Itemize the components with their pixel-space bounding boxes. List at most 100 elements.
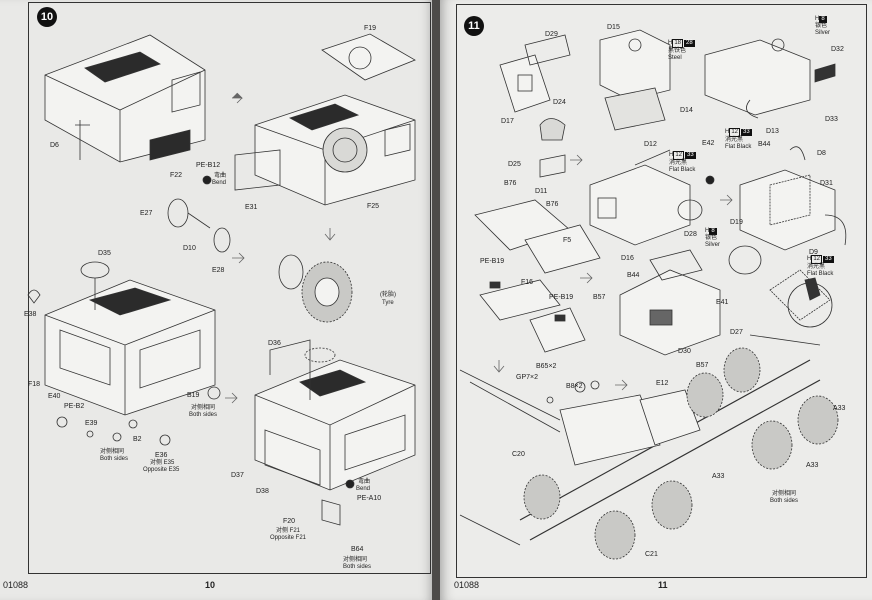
assembly-drawings <box>27 33 416 526</box>
bend-note: Bend <box>356 486 371 492</box>
part-label: D32 <box>831 46 844 53</box>
paint-name-cn: 银色 <box>815 23 828 29</box>
part-label: B57 <box>696 362 709 369</box>
page-number: 10 <box>205 580 216 590</box>
paint-name: Silver <box>815 30 831 36</box>
part-label: A33 <box>712 473 725 480</box>
paint-code: H <box>807 256 812 262</box>
paint-number-alt: 28 <box>684 40 695 47</box>
book-gutter <box>432 0 442 600</box>
paint-name-cn: 消光黑 <box>669 160 688 166</box>
part-label: D33 <box>825 116 838 123</box>
assembly-drawings <box>459 29 847 560</box>
page-number: 11 <box>658 580 668 590</box>
part-label: B76 <box>546 201 559 208</box>
engine-assembly-drawing <box>619 245 833 356</box>
part-label: B44 <box>627 272 640 279</box>
paint-number: 18 <box>672 39 684 48</box>
chassis-drawing <box>459 347 839 560</box>
engine-parts <box>589 146 847 251</box>
page-frame <box>456 4 867 578</box>
part-label: D24 <box>553 99 566 106</box>
part-label: D15 <box>607 24 620 31</box>
part-label: D10 <box>183 245 196 252</box>
step-number-badge: 10 <box>37 7 57 27</box>
both-sides-note-cn: 对侧相同 <box>100 449 125 455</box>
part-label: B44 <box>758 141 771 148</box>
part-label: C21 <box>645 551 658 558</box>
part-label: A33 <box>806 462 819 469</box>
part-label: D8 <box>817 150 826 157</box>
part-label: D37 <box>231 472 244 479</box>
both-sides-note-cn: 对侧相同 <box>772 491 797 497</box>
both-sides-note: Both sides <box>189 412 218 418</box>
part-label: E36 <box>155 452 168 459</box>
part-label: E39 <box>85 420 98 427</box>
paint-name: Flat Black <box>669 167 696 173</box>
part-label: D30 <box>678 348 691 355</box>
cab-with-spare-wheel-drawing <box>234 33 416 206</box>
part-label: F19 <box>364 25 377 32</box>
part-label: E27 <box>140 210 153 217</box>
part-label: E31 <box>245 204 258 211</box>
air-filter-parts <box>704 38 836 119</box>
part-label: C20 <box>512 451 525 458</box>
kit-code: 01088 <box>3 580 29 590</box>
part-label: E38 <box>24 311 37 318</box>
bend-note: Bend <box>212 180 227 186</box>
part-label: D38 <box>256 488 269 495</box>
part-label: D29 <box>545 31 558 38</box>
both-sides-note: Both sides <box>770 498 799 504</box>
part-label: PE-A10 <box>357 495 382 502</box>
paint-name: Flat Black <box>725 144 752 150</box>
both-sides-note: Both sides <box>343 564 372 570</box>
paint-code: H <box>815 16 820 22</box>
part-label: D27 <box>730 329 743 336</box>
paint-code: H <box>668 40 673 46</box>
paint-number: 8 <box>819 16 827 23</box>
opposite-note: Opposite E35 <box>143 467 180 473</box>
part-label: F18 <box>28 381 41 388</box>
cab-drawing <box>44 34 206 163</box>
part-label: B19 <box>187 392 200 399</box>
part-label: D31 <box>820 180 833 187</box>
both-sides-note: Both sides <box>100 456 129 462</box>
part-label: F22 <box>170 172 183 179</box>
part-label: D35 <box>98 250 111 257</box>
part-label: E28 <box>212 267 225 274</box>
both-sides-note-cn: 对侧相同 <box>191 405 216 411</box>
paint-name-cn: 消光黑 <box>725 137 744 143</box>
kit-code: 01088 <box>454 580 480 590</box>
paint-code: H <box>725 129 730 135</box>
left-page: 10 <box>0 0 434 600</box>
step-number-badge: 11 <box>464 16 484 36</box>
part-label: F25 <box>367 203 380 210</box>
tyre-drawing <box>278 254 353 323</box>
paint-name: Steel <box>668 55 682 61</box>
part-label: E12 <box>656 380 669 387</box>
part-label: F20 <box>283 518 296 525</box>
bracket-sub-parts <box>474 199 601 353</box>
part-label: A33 <box>833 405 846 412</box>
part-label: B76 <box>504 180 517 187</box>
part-label: B2 <box>133 436 142 443</box>
part-label: B65×2 <box>536 363 557 370</box>
part-label: D12 <box>644 141 657 148</box>
part-label: D6 <box>50 142 59 149</box>
paint-name: Flat Black <box>807 271 834 277</box>
opposite-note: Opposite F21 <box>270 535 307 541</box>
bend-note-cn: 弯曲 <box>358 479 371 485</box>
paint-number: 12 <box>811 255 823 264</box>
opposite-note-cn: 对侧 F21 <box>276 528 301 534</box>
part-label: D28 <box>684 231 697 238</box>
part-label: D13 <box>766 128 779 135</box>
battery-box-parts <box>599 29 671 131</box>
part-label: F16 <box>521 279 534 286</box>
